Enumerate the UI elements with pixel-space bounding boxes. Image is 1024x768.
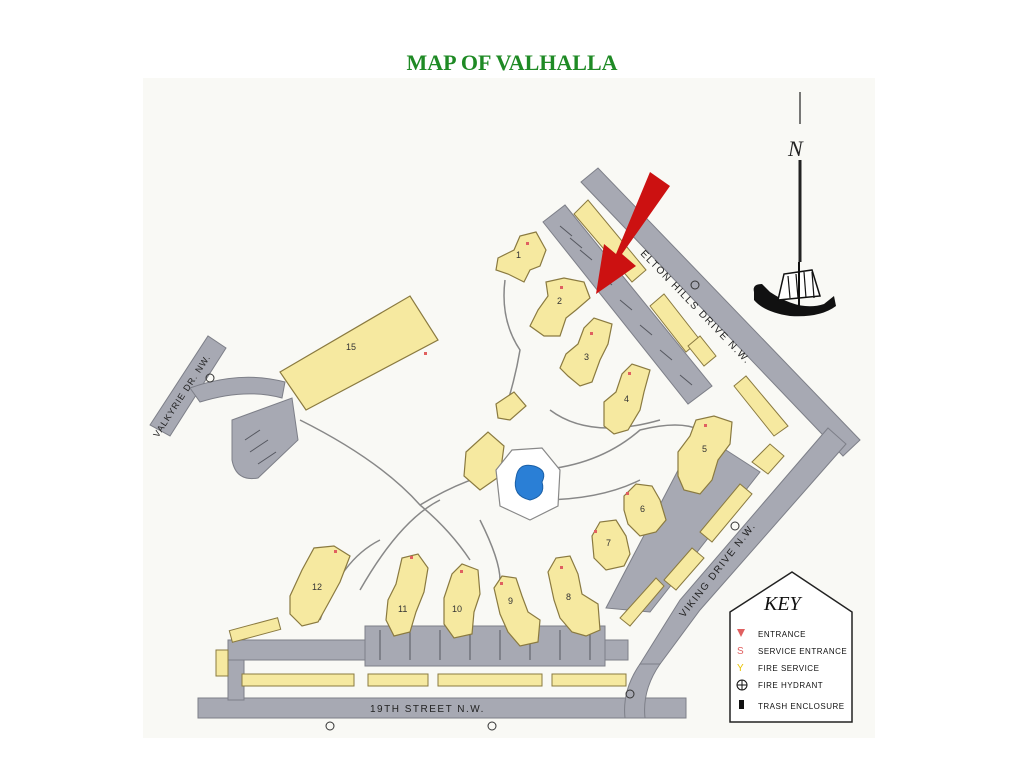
- road-elton-hills: [580, 167, 861, 457]
- pool: [514, 464, 545, 501]
- building-label-15: 15: [346, 342, 356, 352]
- building-label-12: 12: [312, 582, 322, 592]
- building-1: [495, 231, 547, 283]
- building-label-5: 5: [702, 444, 707, 454]
- road-19th-street: [197, 697, 687, 719]
- building-label-8: 8: [566, 592, 571, 602]
- building-label-7: 7: [606, 538, 611, 548]
- building-11: [385, 553, 429, 637]
- building-15: [279, 295, 439, 411]
- building-12: [289, 545, 351, 627]
- location-arrow-icon: [596, 172, 670, 294]
- building-7: [591, 519, 631, 571]
- fire-service-symbol: Y: [737, 663, 744, 674]
- road-viking-curve: [624, 663, 661, 719]
- key-label-fire-service: FIRE SERVICE: [758, 664, 819, 673]
- walkways: [299, 279, 701, 621]
- building-label-11: 11: [398, 604, 407, 614]
- building-label-6: 6: [640, 504, 645, 514]
- street-label-19th: 19TH STREET N.W.: [370, 704, 485, 715]
- north-arrow-icon: N: [787, 92, 804, 262]
- building-3: [559, 317, 613, 387]
- road-valkyrie: [149, 335, 227, 437]
- service-entrance-symbol: S: [737, 646, 744, 657]
- building-10: [443, 563, 481, 639]
- building-2: [529, 277, 591, 337]
- building-label-3: 3: [584, 352, 589, 362]
- building-9: [493, 575, 541, 647]
- building-labels: 1 2 3 4 5 6 7 8 9 10 11 12 15: [312, 250, 707, 614]
- building-label-10: 10: [452, 604, 462, 614]
- roads: [149, 167, 861, 719]
- map-key: KEY S Y ENTRANCE SERVICE ENTRANCE FIRE S…: [729, 571, 853, 723]
- road-valkyrie-curve: [189, 376, 286, 403]
- building-6: [623, 483, 667, 537]
- building-label-9: 9: [508, 596, 513, 606]
- key-label-trash-enclosure: TRASH ENCLOSURE: [758, 702, 845, 711]
- entrance-symbol-icon: [737, 629, 745, 637]
- building-label-4: 4: [624, 394, 629, 404]
- buildings: [279, 231, 733, 647]
- map-title: MAP OF VALHALLA: [406, 50, 618, 75]
- office-building: [495, 391, 527, 421]
- key-label-fire-hydrant: FIRE HYDRANT: [758, 681, 823, 690]
- building-5: [677, 415, 733, 495]
- viking-ship-icon: [753, 262, 836, 317]
- building-4: [603, 363, 651, 435]
- key-label-service-entrance: SERVICE ENTRANCE: [758, 647, 847, 656]
- lot-valkyrie: [231, 397, 299, 480]
- pool-area: [495, 447, 561, 521]
- fire-hydrants: [205, 280, 740, 731]
- trash-enclosure-symbol-icon: [739, 700, 744, 709]
- entrance-markers: [334, 242, 707, 585]
- key-title: KEY: [763, 593, 803, 615]
- key-label-entrance: ENTRANCE: [758, 630, 806, 639]
- lot-viking: [605, 431, 761, 613]
- building-label-2: 2: [557, 296, 562, 306]
- building-8: [547, 555, 601, 637]
- building-label-1: 1: [516, 250, 521, 260]
- north-label: N: [787, 136, 804, 161]
